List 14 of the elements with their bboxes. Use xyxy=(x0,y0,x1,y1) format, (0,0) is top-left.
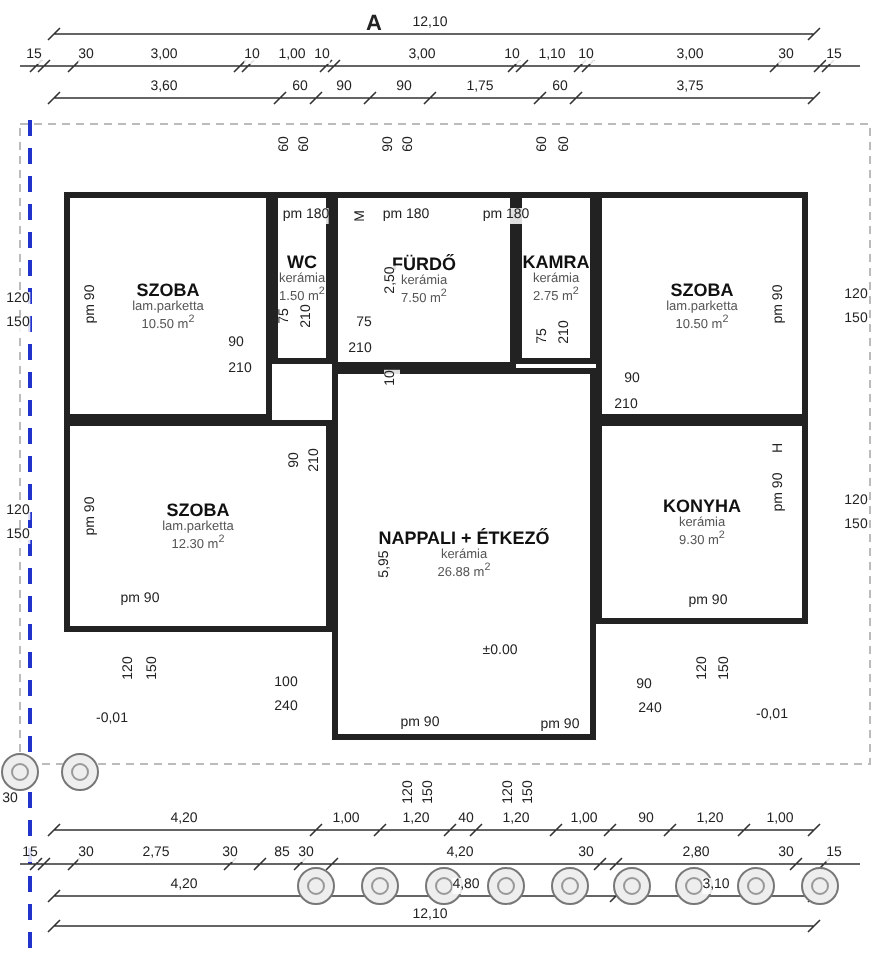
room xyxy=(596,192,808,420)
room xyxy=(332,368,596,740)
section-mark-label: A xyxy=(366,16,382,32)
room xyxy=(64,420,332,632)
room-name: SZOBA xyxy=(136,279,200,300)
room xyxy=(272,192,332,364)
room-name: WC xyxy=(287,251,317,272)
room-name: KAMRA xyxy=(522,251,590,272)
room-name: SZOBA xyxy=(670,279,734,300)
room-name: NAPPALI + ÉTKEZŐ xyxy=(378,527,550,548)
room xyxy=(596,420,808,624)
room-name: SZOBA xyxy=(166,499,230,520)
room-name: KONYHA xyxy=(662,495,741,516)
room xyxy=(64,192,272,420)
